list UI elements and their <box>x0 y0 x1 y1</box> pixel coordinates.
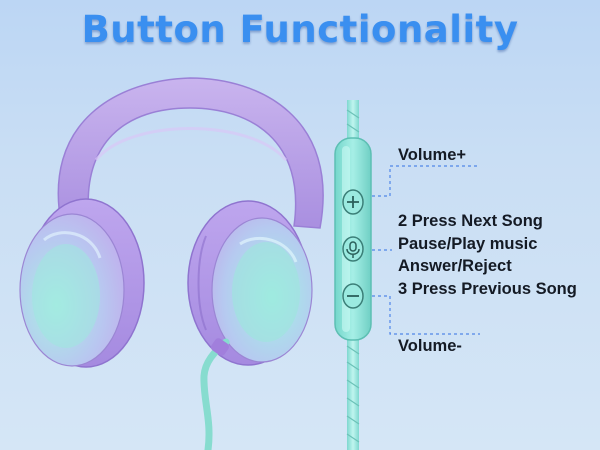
leader-line-volume-down <box>372 295 480 335</box>
leader-line-volume-up <box>372 165 480 197</box>
page-title: Button Functionality <box>81 8 519 51</box>
play-pause-functions: 2 Press Next Song Pause/Play music Answe… <box>398 210 577 300</box>
left-ear-cup <box>19 198 145 368</box>
headphone-cable <box>200 338 230 450</box>
volume-down-button[interactable] <box>342 283 364 309</box>
headband <box>57 77 324 229</box>
volume-down-label: Volume- <box>398 337 462 355</box>
pause-play-label: Pause/Play music <box>398 234 538 253</box>
answer-reject-label: Answer/Reject <box>398 257 512 275</box>
leader-lines <box>372 165 480 335</box>
right-ear-cup <box>187 200 313 366</box>
volume-up-label: Volume+ <box>398 146 467 164</box>
inline-remote-cord <box>346 100 360 450</box>
plus-icon <box>347 196 359 208</box>
next-song-label: 2 Press Next Song <box>398 212 543 230</box>
previous-song-label: 3 Press Previous Song <box>398 279 577 298</box>
microphone-icon <box>346 241 360 258</box>
play-pause-button[interactable] <box>342 236 364 262</box>
volume-up-button[interactable] <box>342 189 364 215</box>
